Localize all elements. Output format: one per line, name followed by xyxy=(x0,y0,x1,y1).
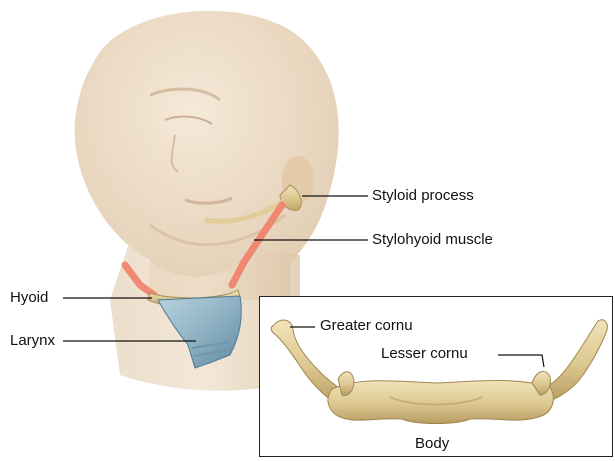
greater-cornu-right xyxy=(544,320,607,401)
label-larynx: Larynx xyxy=(10,332,55,350)
label-stylohyoid-muscle: Stylohyoid muscle xyxy=(372,231,493,249)
label-styloid-process: Styloid process xyxy=(372,187,474,205)
hyoid-inset-box: Greater cornu Lesser cornu Body xyxy=(259,296,613,457)
leader-lesser-cornu xyxy=(498,355,544,367)
label-body: Body xyxy=(415,435,449,453)
hyoid-inset-illustration xyxy=(260,297,612,456)
label-greater-cornu: Greater cornu xyxy=(320,317,413,335)
label-hyoid: Hyoid xyxy=(10,289,48,307)
label-lesser-cornu: Lesser cornu xyxy=(381,345,468,363)
hyoid-body xyxy=(328,381,553,424)
